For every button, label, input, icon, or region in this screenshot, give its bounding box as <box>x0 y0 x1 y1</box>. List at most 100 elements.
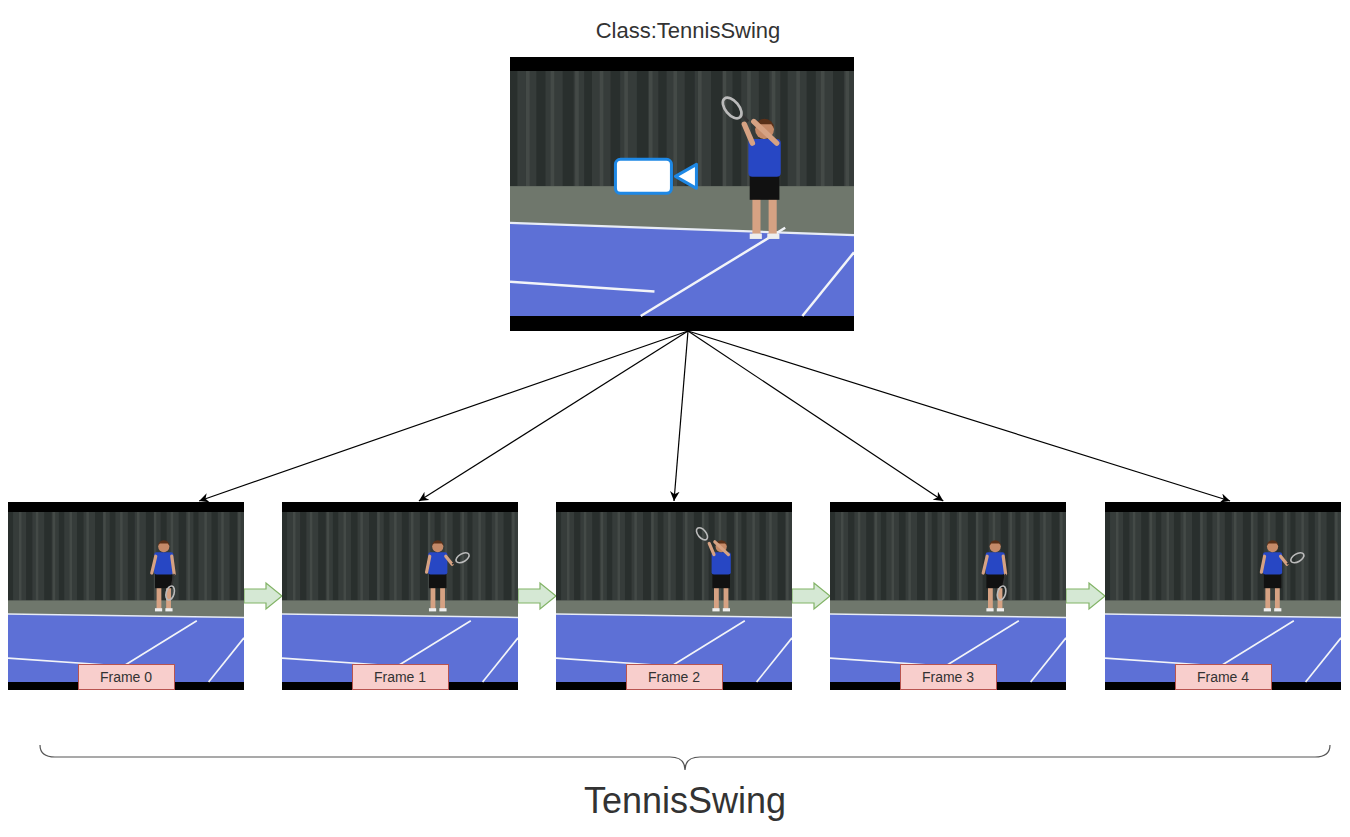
player-shoe <box>1264 608 1271 611</box>
curtain-fold <box>741 512 746 600</box>
curtain-fold <box>526 71 530 186</box>
floor <box>510 186 854 316</box>
curtain-fold <box>36 512 39 600</box>
sequence-arrow <box>518 583 556 609</box>
curtain-fold <box>1258 512 1264 600</box>
curtain-fold <box>584 512 587 600</box>
curtain-fold <box>1327 512 1335 600</box>
sampling-arrow <box>199 331 688 501</box>
curtain-fold <box>830 512 835 600</box>
curtain-fold <box>1200 512 1203 600</box>
curtain-fold <box>1043 512 1046 600</box>
curtain-fold <box>1141 512 1149 600</box>
curtain-fold <box>917 512 925 600</box>
video-frame: Frame 1 <box>282 502 518 690</box>
curtain-fold <box>584 71 592 186</box>
video-frame: Frame 2 <box>556 502 792 690</box>
curtain-fold <box>925 512 928 600</box>
curtain-fold <box>204 512 207 600</box>
curtain-fold <box>634 512 637 600</box>
player-arm <box>1281 556 1287 564</box>
player-shoe <box>712 608 719 611</box>
camera-body <box>615 159 671 193</box>
curtain-fold <box>858 512 861 600</box>
player-head <box>990 541 1001 552</box>
player-leg <box>157 587 162 611</box>
curtain-fold <box>146 512 154 600</box>
court-line <box>757 638 792 682</box>
court-line <box>802 252 854 316</box>
player-arm <box>983 556 987 573</box>
curtain-fold <box>932 512 938 600</box>
curtain-fold <box>760 512 766 600</box>
curtain-fold <box>1335 512 1338 600</box>
curtain-fold <box>310 512 313 600</box>
curtain-fold <box>1318 512 1321 600</box>
player-leg <box>714 587 719 611</box>
player-leg <box>752 197 760 238</box>
curtain-fold <box>120 512 123 600</box>
curtain-fold <box>563 71 574 186</box>
letterbox <box>8 502 244 690</box>
curtain-fold <box>821 71 825 186</box>
racket-head <box>1289 551 1305 565</box>
curtain-fold <box>796 71 800 186</box>
curtain <box>556 512 792 682</box>
camera-icon <box>615 159 696 193</box>
curtain-fold <box>467 512 472 600</box>
player-shoe <box>1274 608 1281 611</box>
player-arm <box>754 122 777 144</box>
curtain-fold <box>942 512 945 600</box>
court-line <box>1306 638 1341 682</box>
curtain-fold <box>601 512 604 600</box>
curtain-fold <box>881 512 886 600</box>
sampling-arrow <box>419 331 688 501</box>
curtain-fold <box>238 512 241 600</box>
curtain-fold <box>44 512 52 600</box>
player-arm <box>1261 556 1264 572</box>
curtain-fold <box>694 512 702 600</box>
player-shorts <box>1264 573 1282 588</box>
player-leg <box>769 197 777 238</box>
letterbox <box>556 502 792 690</box>
label-holder: TennisSwing <box>385 778 985 826</box>
curtain-fold <box>351 512 358 600</box>
curtain-fold <box>625 512 632 600</box>
curtain-fold <box>567 512 570 600</box>
curtain-fold <box>360 512 363 600</box>
player-shoe <box>750 234 762 239</box>
curtain-fold <box>698 71 702 186</box>
racket-head <box>694 526 709 542</box>
curtain-fold <box>668 512 671 600</box>
curtain-fold <box>574 512 580 600</box>
racket-head <box>996 585 1007 601</box>
racket-head <box>719 94 745 121</box>
curtain-fold <box>1105 512 1110 600</box>
player-arm <box>744 124 752 143</box>
curtain-fold <box>1167 512 1170 600</box>
camera-lens <box>675 164 696 188</box>
player-shoe <box>429 608 436 611</box>
player-arm <box>152 556 156 573</box>
curtain-fold <box>1225 512 1232 600</box>
player-head <box>1267 541 1278 552</box>
player-leg <box>440 587 445 611</box>
curtain-fold <box>556 512 561 600</box>
curtain-fold <box>327 512 330 600</box>
letterbox <box>830 502 1066 690</box>
curtain-fold <box>575 71 579 186</box>
curtain-fold <box>77 512 84 600</box>
frame-label: Frame 4 <box>1175 664 1272 690</box>
curtain-fold <box>462 512 465 600</box>
player-shoe <box>165 608 172 611</box>
player-leg <box>1265 587 1270 611</box>
court-line <box>1031 638 1066 682</box>
player-arm <box>172 556 174 574</box>
racket-handle <box>172 574 174 585</box>
player-leg <box>431 587 436 611</box>
curtain-fold <box>1309 512 1315 600</box>
curtain-fold <box>1251 512 1254 600</box>
court-line <box>8 614 244 617</box>
curtain-fold <box>950 512 957 600</box>
curtain-fold <box>875 512 878 600</box>
